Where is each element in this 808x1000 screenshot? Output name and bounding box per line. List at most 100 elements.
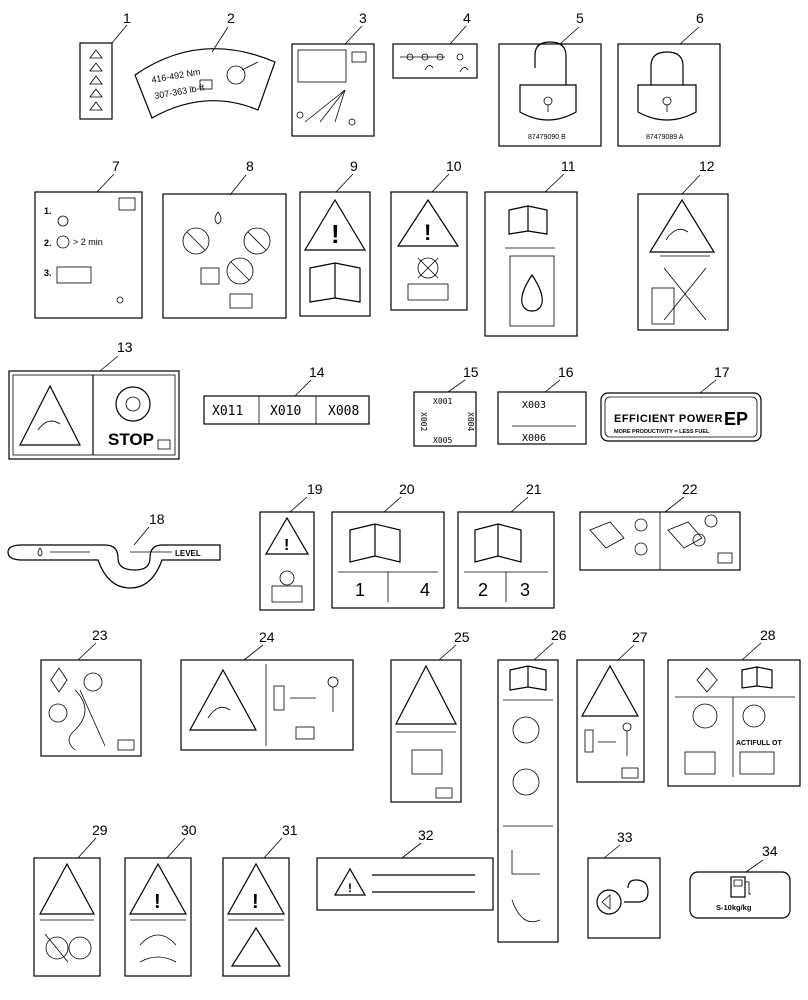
decal-9: 9 ! — [299, 158, 371, 317]
wait-time-text: > 2 min — [73, 237, 103, 247]
warning-triangle-icon — [128, 862, 188, 915]
wrench-icon — [226, 61, 259, 85]
svg-text:2.: 2. — [44, 238, 52, 248]
callout-14: 14 — [309, 364, 325, 380]
callout-26: 26 — [551, 627, 567, 643]
book-icon — [474, 523, 522, 563]
callout-9: 9 — [350, 158, 358, 174]
decal-1: 1 — [79, 10, 131, 120]
book-icon — [435, 787, 453, 799]
book-icon — [351, 51, 367, 63]
decal-31: 31 ! — [222, 822, 298, 977]
svg-text:1.: 1. — [44, 206, 52, 216]
book-icon — [717, 552, 733, 564]
lock-closed-code: 87479089 A — [646, 134, 684, 141]
callout-29: 29 — [92, 822, 108, 838]
decal-14: 14 X011 X010 X008 — [203, 364, 370, 425]
book-icon — [157, 439, 171, 450]
code-x001: X001 — [433, 397, 452, 406]
callout-25: 25 — [454, 629, 470, 645]
decal-15: 15 X001 X005 X002 X004 — [413, 364, 479, 447]
callout-4: 4 — [463, 10, 471, 26]
warning-triangle-icon — [264, 516, 310, 555]
warning-triangle-icon — [333, 867, 367, 896]
code-x004: X004 — [466, 412, 475, 431]
svg-text:!: ! — [284, 537, 289, 554]
callout-1: 1 — [123, 10, 131, 26]
callout-32: 32 — [418, 827, 434, 843]
svg-text:3.: 3. — [44, 268, 52, 278]
callout-21: 21 — [526, 481, 542, 497]
warning-triangle-icon — [38, 862, 96, 915]
book-icon — [118, 197, 136, 211]
decal-33: 33 — [587, 829, 661, 939]
lock-open-code: 87479090 B — [528, 134, 566, 141]
warning-triangle-icon — [19, 384, 81, 446]
torque-lbft-text: 307-363 lb-ft — [154, 82, 206, 101]
book-icon — [741, 666, 773, 689]
code-x011: X011 — [212, 404, 243, 419]
callout-33: 33 — [617, 829, 633, 845]
callout-22: 22 — [682, 481, 698, 497]
brand-logo-text: EP — [724, 409, 748, 429]
decal-12: 12 — [637, 158, 729, 331]
num-1: 1 — [355, 580, 365, 600]
svg-text:!: ! — [331, 219, 340, 249]
svg-text:!: ! — [252, 891, 259, 913]
fuel-pump-icon — [730, 876, 751, 898]
decal-34: 34 S-10kg/kg — [689, 843, 791, 919]
book-icon — [229, 293, 253, 309]
decal-22: 22 — [579, 481, 741, 571]
book-icon — [349, 523, 401, 563]
decal-32: 32 ! — [316, 827, 494, 911]
callout-5: 5 — [576, 10, 584, 26]
code-x002: X002 — [419, 412, 428, 431]
decal-20: 20 1 4 — [331, 481, 445, 609]
book-icon — [117, 739, 135, 751]
callout-7: 7 — [112, 158, 120, 174]
code-x003: X003 — [522, 400, 546, 411]
decal-17: 17 EFFICIENT POWER EP MORE PRODUCTIVITY … — [600, 364, 762, 442]
drop-icon — [37, 547, 43, 557]
actifull-text: ACTIFULL OT — [736, 740, 782, 747]
callout-12: 12 — [699, 158, 715, 174]
callout-31: 31 — [282, 822, 298, 838]
num-4: 4 — [420, 580, 430, 600]
callout-30: 30 — [181, 822, 197, 838]
padlock-open-icon — [519, 41, 577, 121]
decal-8: 8 — [162, 158, 287, 319]
book-icon — [309, 262, 361, 303]
person-icon — [622, 722, 632, 732]
hook-icon — [624, 879, 649, 903]
weight-text: S-10kg/kg — [716, 903, 752, 912]
book-icon — [295, 726, 315, 740]
decal-30: 30 ! — [124, 822, 197, 977]
callout-19: 19 — [307, 481, 323, 497]
callout-8: 8 — [246, 158, 254, 174]
num-2: 2 — [478, 580, 488, 600]
stop-text: STOP — [108, 430, 154, 449]
decal-18: 18 LEVEL — [7, 511, 221, 589]
callout-24: 24 — [259, 629, 275, 645]
drop-icon — [521, 273, 543, 312]
svg-text:!: ! — [424, 220, 431, 245]
decal-19: 19 ! — [259, 481, 323, 611]
decal-4: 4 — [392, 10, 478, 79]
decal-25: 25 — [390, 629, 470, 803]
callout-2: 2 — [227, 10, 235, 26]
book-icon — [621, 767, 639, 779]
level-text: LEVEL — [175, 549, 201, 558]
callout-28: 28 — [760, 627, 776, 643]
decal-13: 13 STOP — [8, 339, 180, 460]
decal-16: 16 X003 X006 — [497, 364, 587, 445]
num-3: 3 — [520, 580, 530, 600]
callout-13: 13 — [117, 339, 133, 355]
warning-triangle-icon — [648, 198, 716, 253]
code-x005: X005 — [433, 436, 452, 445]
warning-triangle-icon — [396, 198, 460, 247]
decal-26: 26 — [497, 627, 567, 943]
decal-21: 21 2 3 — [457, 481, 555, 609]
book-icon — [508, 205, 548, 235]
callout-16: 16 — [558, 364, 574, 380]
